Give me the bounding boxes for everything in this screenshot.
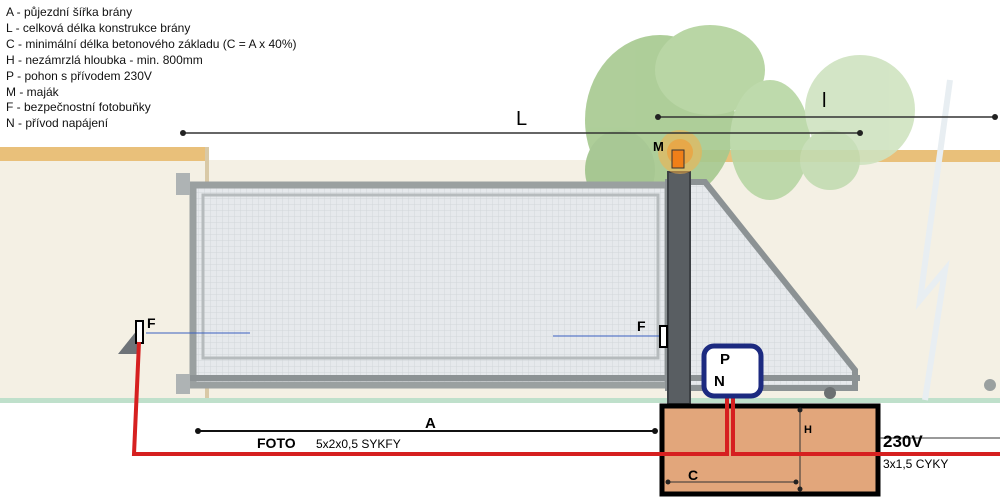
label-A: A <box>425 415 436 432</box>
label-power: 230V <box>883 432 923 451</box>
gate-post <box>667 171 691 405</box>
label-L: L <box>516 108 528 130</box>
label-F-right: F <box>637 318 646 334</box>
lightning-icon <box>915 79 953 401</box>
legend-item: H - nezámrzlá hloubka - min. 800mm <box>6 52 203 67</box>
label-H: H <box>804 424 812 436</box>
label-foto: FOTO <box>257 435 296 451</box>
label-N: N <box>714 373 725 390</box>
label-F-left: F <box>147 315 156 331</box>
label-P: P <box>720 351 731 368</box>
motor-unit <box>701 343 764 399</box>
legend: A - půjezdní šířka brány L - celková dél… <box>6 5 296 132</box>
legend-item: L - celková délka konstrukce brány <box>6 20 191 35</box>
label-L-right: l <box>822 90 827 112</box>
warning-beacon-icon <box>658 130 702 174</box>
label-power-cable: 3x1,5 CYKY <box>883 457 949 471</box>
label-C: C <box>688 467 699 483</box>
label-M: M <box>653 139 664 154</box>
legend-item: N - přívod napájení <box>6 116 109 131</box>
dimension-A <box>195 407 658 434</box>
cable <box>131 341 1000 456</box>
photocell-right <box>659 325 668 348</box>
dimension-L <box>180 130 863 136</box>
legend-item: F - bezpečnostní fotobuňky <box>6 100 151 115</box>
legend-item: A - půjezdní šířka brány <box>6 5 133 19</box>
concrete-foundation <box>659 403 881 497</box>
dimension-L-right <box>655 114 998 120</box>
legend-item: P - pohon s přívodem 230V <box>6 68 152 83</box>
legend-item: C - minimální délka betonového základu (… <box>6 36 297 51</box>
legend-item: M - maják <box>6 84 59 99</box>
label-foto-cable: 5x2x0,5 SYKFY <box>316 437 401 451</box>
